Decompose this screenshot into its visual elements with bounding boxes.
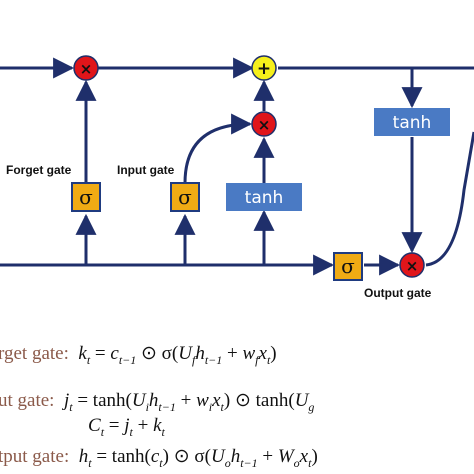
forget-gate-name: rget gate: [0,343,69,364]
equation-block: rget gate: kt = ct−1 ⊙ σ(Ufht−1 + wfxt) … [0,332,474,474]
output-tanh-box: tanh [374,108,450,136]
input-gate-equation: ut gate: jt = tanh(Uiht−1 + wixt) ⊙ tanh… [0,390,315,414]
lstm-cell-diagram: × + × × σ σ σ tanh tanh Forget gate Inpu… [0,55,474,300]
output-gate-equation: tput gate: ht = tanh(ct) ⊙ σ(Uoht−1 + Wo… [0,446,318,470]
svg-text:σ: σ [79,185,93,209]
svg-text:×: × [258,116,271,134]
output-gate-name: tput gate: [0,446,70,467]
forget-gate-equation: rget gate: kt = ct−1 ⊙ σ(Ufht−1 + wfxt) [0,343,277,367]
svg-text:tanh: tanh [245,188,284,208]
forget-gate-label: Forget gate [6,163,72,177]
svg-text:tanh: tanh [393,113,432,133]
forget-multiply-node: × [73,55,99,81]
svg-text:σ: σ [341,254,355,278]
input-gate-curve [183,113,253,184]
forget-sigma-box: σ [71,182,101,212]
cell-state-equation: Ct = jt + kt [88,415,165,439]
input-gate-name: ut gate: [0,390,55,411]
input-gate-label: Input gate [117,163,175,177]
output-curve [425,131,474,267]
cell-add-node: + [251,55,277,81]
svg-text:×: × [406,257,419,275]
input-multiply-node: × [251,111,277,137]
output-multiply-node: × [399,252,425,278]
svg-text:σ: σ [178,185,192,209]
output-gate-label: Output gate [364,286,432,300]
output-sigma-box: σ [333,252,363,281]
candidate-tanh-box: tanh [226,183,302,211]
svg-text:×: × [80,60,93,78]
input-sigma-box: σ [170,182,200,212]
svg-text:+: + [257,59,271,79]
